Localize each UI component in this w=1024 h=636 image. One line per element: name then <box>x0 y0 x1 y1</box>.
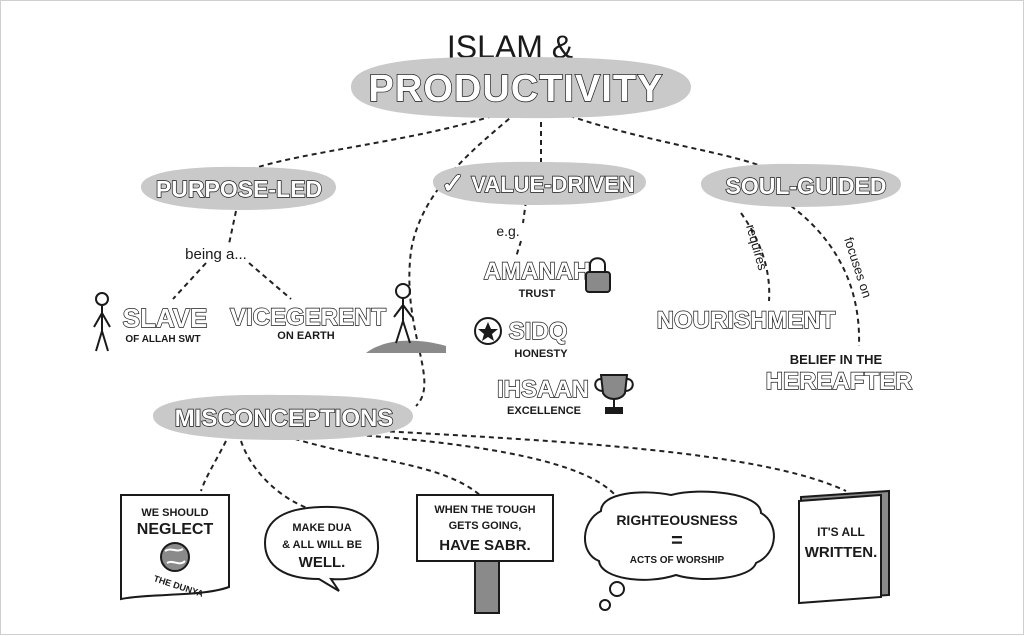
connector-soul-hereafter <box>790 205 861 347</box>
paper-line1: WE SHOULD <box>141 507 208 519</box>
sign-post <box>474 560 500 614</box>
bubble-line1: MAKE DUA <box>292 522 351 534</box>
padlock-icon <box>585 257 611 293</box>
connector-misc-cloud <box>330 432 617 497</box>
connector-misc-paper <box>200 440 227 492</box>
stick-figure-icon <box>93 292 111 352</box>
cloud-line2: = <box>671 530 683 552</box>
belief-line: BELIEF IN THE <box>790 352 883 367</box>
book-line2: WRITTEN. <box>805 544 878 561</box>
globe-icon <box>160 542 190 572</box>
connector-misc-book <box>380 430 847 492</box>
value-connector-text: e.g. <box>496 223 519 239</box>
misconceptions-label: MISCONCEPTIONS <box>175 405 394 432</box>
connector-being-slave <box>172 262 207 300</box>
soul-highlight <box>701 163 901 207</box>
misconceptions-node: MISCONCEPTIONS <box>153 394 413 440</box>
sign-line2: GETS GOING, <box>449 520 522 532</box>
connector-eg-amanah <box>515 240 522 258</box>
paper-line2: NEGLECT <box>137 521 214 538</box>
sidq-subtitle: HONESTY <box>514 348 568 360</box>
cloud-line1: RIGHTEOUSNESS <box>616 512 737 528</box>
soul-label: SOUL-GUIDED <box>726 173 887 199</box>
value-label: VALUE-DRIVEN <box>471 172 634 197</box>
connector-title-purpose <box>245 112 502 172</box>
bubble-line2: & ALL WILL BE <box>282 539 362 551</box>
misconceptions-highlight <box>153 394 413 440</box>
misconception-sign: WHEN THE TOUGH GETS GOING, HAVE SABR. <box>416 494 554 614</box>
slave-subtitle: OF ALLAH SWT <box>125 334 200 345</box>
connector-misc-sign <box>285 435 482 497</box>
misconception-book: IT'S ALL WRITTEN. <box>798 489 890 605</box>
connector-title-soul <box>560 112 762 167</box>
sign-line3: HAVE SABR. <box>439 537 530 554</box>
ihsaan-subtitle: EXCELLENCE <box>507 405 581 417</box>
amanah-subtitle: TRUST <box>519 288 556 300</box>
title-line2: PRODUCTIVITY <box>369 68 664 110</box>
value-highlight <box>433 161 646 205</box>
soul-connector-focuses: focuses on <box>841 235 875 299</box>
hereafter-title: HEREAFTER <box>766 368 913 395</box>
ihsaan-title: IHSAAN <box>497 376 589 403</box>
book-line1: IT'S ALL <box>817 525 865 539</box>
book-front <box>798 493 882 605</box>
cloud-line3: ACTS OF WORSHIP <box>630 555 725 566</box>
purpose-connector-text: being a... <box>185 246 247 263</box>
connector-soul-nourishment <box>740 212 771 302</box>
misconception-paper: WE SHOULD NEGLECT THE DUNYA <box>120 494 230 601</box>
connector-purpose-being <box>228 210 237 245</box>
checkmark-icon: ✓ <box>441 168 464 199</box>
value-branch: ✓ VALUE-DRIVEN e.g. AMANAH TRUST SIDQ HO… <box>433 161 646 417</box>
amanah-title: AMANAH <box>484 258 591 285</box>
soul-branch: SOUL-GUIDED requires focuses on NOURISHM… <box>656 163 913 396</box>
connector-being-vicegerent <box>248 262 292 300</box>
purpose-highlight <box>141 166 336 210</box>
trophy-icon <box>594 374 634 414</box>
bubble-line3: WELL. <box>299 554 346 571</box>
misconception-bubble: MAKE DUA & ALL WILL BE WELL. <box>263 505 380 592</box>
connectors <box>172 112 861 512</box>
sidq-title: SIDQ <box>509 318 568 345</box>
nourishment-title: NOURISHMENT <box>657 307 836 334</box>
stick-figure-hill-icon <box>366 283 446 353</box>
title-highlight <box>351 56 691 119</box>
connector-title-misconceptions <box>408 112 517 407</box>
badge-star-icon <box>474 317 502 345</box>
title-node: ISLAM & PRODUCTIVITY <box>351 29 691 119</box>
soul-connector-requires: requires <box>743 223 771 273</box>
slave-title: SLAVE <box>123 303 208 333</box>
purpose-label: PURPOSE-LED <box>156 176 322 202</box>
sign-board <box>416 494 554 562</box>
sign-line1: WHEN THE TOUGH <box>434 504 535 516</box>
purpose-branch: PURPOSE-LED being a... SLAVE OF ALLAH SW… <box>93 166 446 353</box>
connector-misc-bubble <box>240 440 317 512</box>
vicegerent-subtitle: ON EARTH <box>277 330 335 342</box>
vicegerent-title: VICEGERENT <box>230 304 386 331</box>
misconception-cloud: RIGHTEOUSNESS = ACTS OF WORSHIP <box>584 490 775 611</box>
